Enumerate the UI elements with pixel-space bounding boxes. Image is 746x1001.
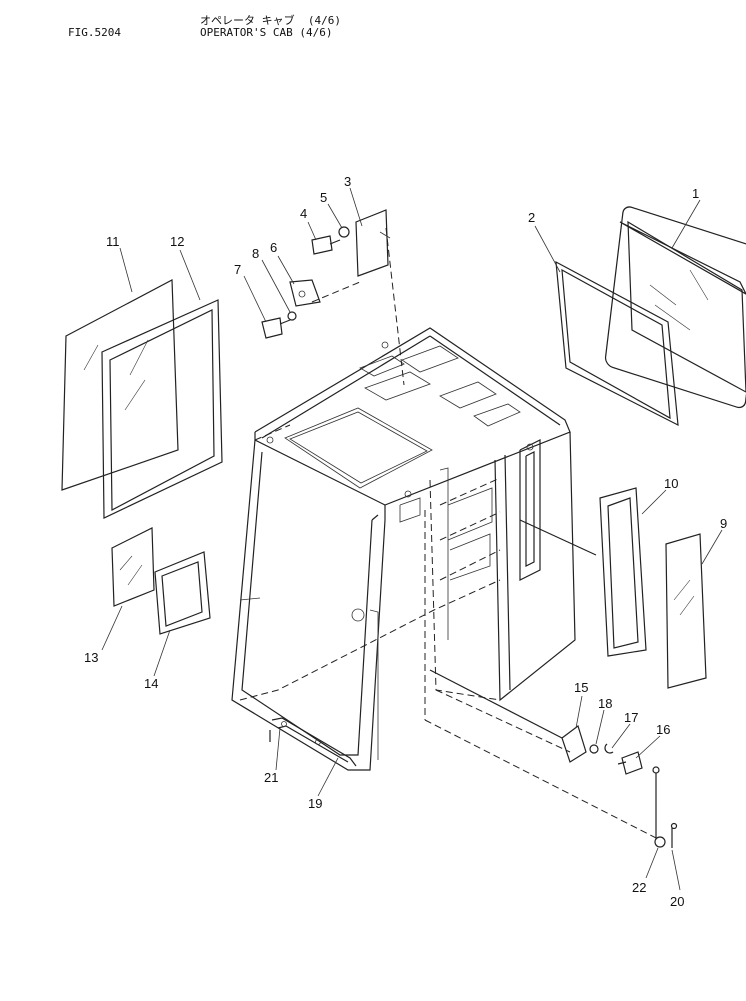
callout-17: 17 [624,710,638,725]
callout-labels: 1 2 3 4 5 6 7 8 9 10 11 12 13 14 15 16 1… [84,174,727,909]
callout-19: 19 [308,796,322,811]
lower-small-window [111,527,211,635]
callout-2: 2 [528,210,535,225]
callout-11: 11 [106,234,120,249]
leader-lines [101,187,723,891]
title-english: OPERATOR'S CAB (4/6) [200,26,333,39]
callout-1: 1 [692,186,699,201]
cab-frame [231,327,576,771]
callout-5: 5 [320,190,327,205]
callout-12: 12 [170,234,184,249]
door-rail [269,717,357,767]
callout-20: 20 [670,894,684,909]
callout-18: 18 [598,696,612,711]
callout-22: 22 [632,880,646,895]
left-front-window [61,279,223,519]
callout-8: 8 [252,246,259,261]
figure-number: FIG.5204 [68,26,121,39]
callout-9: 9 [720,516,727,531]
right-rear-window [555,206,746,427]
callout-14: 14 [144,676,158,691]
callout-7: 7 [234,262,241,277]
lower-hardware [424,510,678,848]
callout-16: 16 [656,722,670,737]
side-slim-window [599,487,707,689]
callout-3: 3 [344,174,351,189]
title-japanese: オペレータ キャブ (4/6) [200,14,341,27]
callout-21: 21 [264,770,278,785]
callout-4: 4 [300,206,307,221]
callout-6: 6 [270,240,277,255]
callout-10: 10 [664,476,678,491]
roof-hardware [261,209,405,386]
callout-13: 13 [84,650,98,665]
callout-15: 15 [574,680,588,695]
